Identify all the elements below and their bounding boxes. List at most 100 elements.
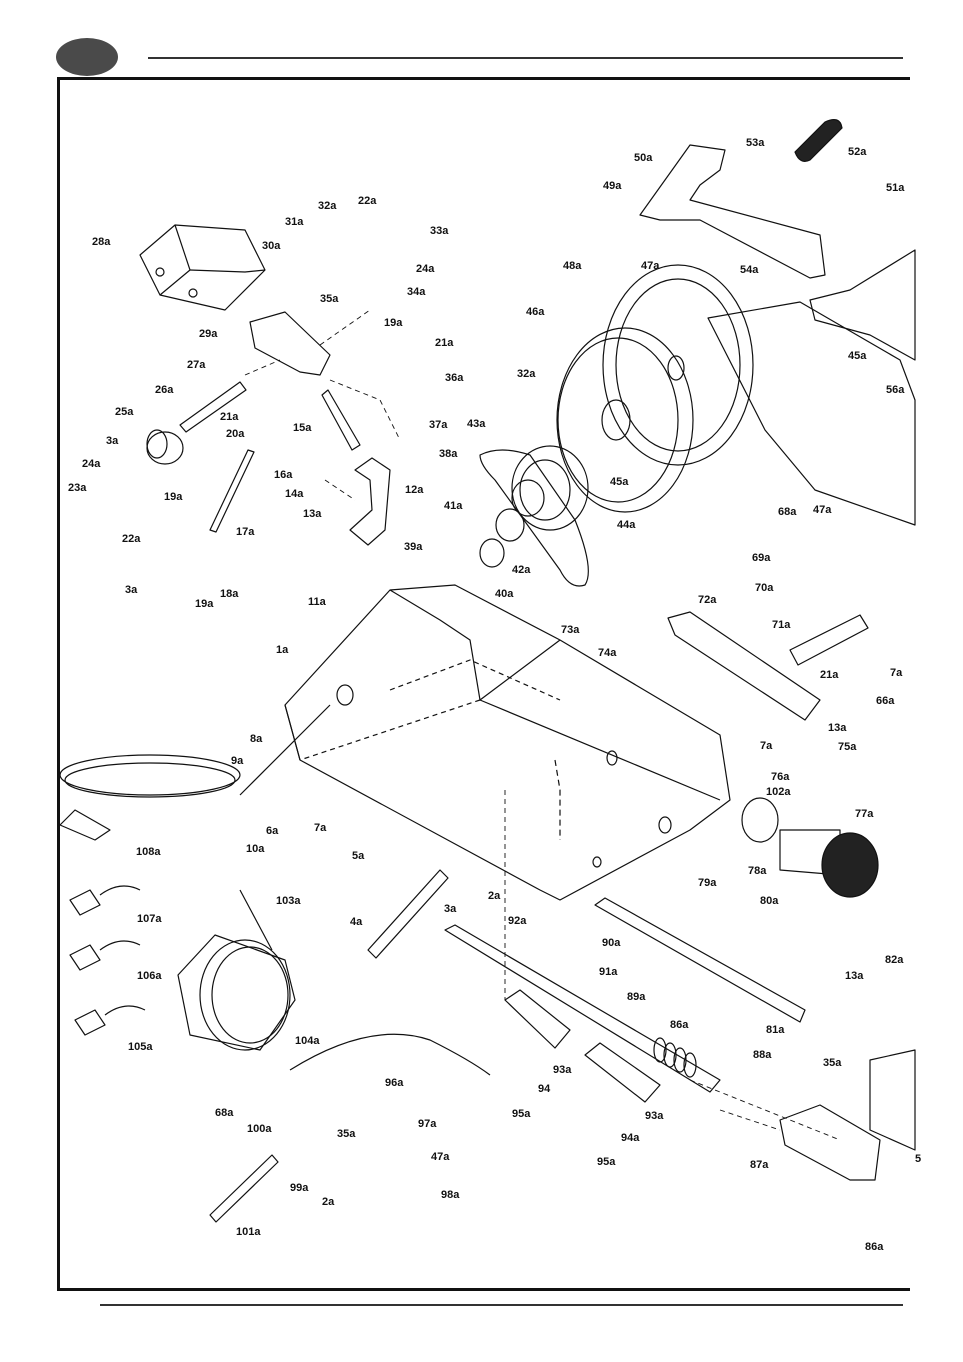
motor-104a xyxy=(177,934,296,1051)
part-label-46a: 46a xyxy=(526,306,545,318)
part-label-35a: 35a xyxy=(337,1128,356,1140)
page-section-badge xyxy=(56,38,118,76)
part-label-95a: 95a xyxy=(597,1156,616,1168)
part-label-66a: 66a xyxy=(876,695,895,707)
carriage-plate xyxy=(809,249,916,361)
part-label-88a: 88a xyxy=(753,1049,772,1061)
part-label-20a: 20a xyxy=(226,428,245,440)
part-label-26a: 26a xyxy=(155,384,174,396)
carriage-56a xyxy=(707,301,916,526)
part-label-41a: 41a xyxy=(444,500,463,512)
assembly-guides xyxy=(244,309,841,1141)
part-label-47a: 47a xyxy=(641,260,660,272)
part-label-44a: 44a xyxy=(617,519,636,531)
cable-96a xyxy=(289,1033,491,1076)
arm-50a xyxy=(639,144,826,279)
part-label-70a: 70a xyxy=(755,582,774,594)
bar-72a xyxy=(667,611,821,721)
part-label-54a: 54a xyxy=(740,264,759,276)
plug-105a xyxy=(74,1005,146,1036)
part-label-103a: 103a xyxy=(276,895,301,907)
part-label-32a: 32a xyxy=(318,200,337,212)
plug-106a xyxy=(69,940,141,971)
part-label-37a: 37a xyxy=(429,419,448,431)
part-label-77a: 77a xyxy=(855,808,874,820)
support-87a xyxy=(779,1104,881,1181)
rod-4a xyxy=(367,869,449,959)
part-label-3a: 3a xyxy=(444,903,457,915)
bracket-12a xyxy=(349,457,391,546)
part-label-10a: 10a xyxy=(246,843,265,855)
part-label-76a: 76a xyxy=(771,771,790,783)
part-label-93a: 93a xyxy=(553,1064,572,1076)
part-label-96a: 96a xyxy=(385,1077,404,1089)
shaft-26a xyxy=(179,381,247,433)
part-label-14a: 14a xyxy=(285,488,304,500)
part-label-93a: 93a xyxy=(645,1110,664,1122)
part-label-48a: 48a xyxy=(563,260,582,272)
part-label-68a: 68a xyxy=(778,506,797,518)
part-label-72a: 72a xyxy=(698,594,717,606)
blade-guard-48a xyxy=(602,264,754,466)
part-label-95a: 95a xyxy=(512,1108,531,1120)
part-label-105a: 105a xyxy=(128,1041,153,1053)
part-label-42a: 42a xyxy=(512,564,531,576)
part-label-5: 5 xyxy=(915,1153,922,1165)
part-label-22a: 22a xyxy=(358,195,377,207)
part-label-90a: 90a xyxy=(602,937,621,949)
part-label-35a: 35a xyxy=(823,1057,842,1069)
part-label-75a: 75a xyxy=(838,741,857,753)
part-label-31a: 31a xyxy=(285,216,304,228)
footer-rule xyxy=(100,1304,903,1306)
part-label-18a: 18a xyxy=(220,588,239,600)
part-label-23a: 23a xyxy=(68,482,87,494)
base-housing xyxy=(284,584,731,901)
part-label-21a: 21a xyxy=(220,411,239,423)
part-label-82a: 82a xyxy=(885,954,904,966)
part-label-29a: 29a xyxy=(199,328,218,340)
part-label-16a: 16a xyxy=(274,469,293,481)
part-label-40a: 40a xyxy=(495,588,514,600)
part-label-3a: 3a xyxy=(106,435,119,447)
roller-93a-b xyxy=(584,1042,661,1103)
part-label-33a: 33a xyxy=(430,225,449,237)
part-label-100a: 100a xyxy=(247,1123,272,1135)
part-label-45a: 45a xyxy=(610,476,629,488)
part-label-50a: 50a xyxy=(634,152,653,164)
part-label-3a: 3a xyxy=(125,584,138,596)
part-label-36a: 36a xyxy=(445,372,464,384)
part-label-91a: 91a xyxy=(599,966,618,978)
part-label-107a: 107a xyxy=(137,913,162,925)
bolt-103a xyxy=(239,889,273,951)
part-label-102a: 102a xyxy=(766,786,791,798)
part-label-68a: 68a xyxy=(215,1107,234,1119)
part-label-78a: 78a xyxy=(748,865,767,877)
part-label-1a: 1a xyxy=(276,644,289,656)
part-label-94: 94 xyxy=(538,1083,551,1095)
part-label-81a: 81a xyxy=(766,1024,785,1036)
part-label-15a: 15a xyxy=(293,422,312,434)
part-label-27a: 27a xyxy=(187,359,206,371)
rod-101a xyxy=(209,1154,279,1223)
part-label-80a: 80a xyxy=(760,895,779,907)
part-label-32a: 32a xyxy=(517,368,536,380)
part-label-12a: 12a xyxy=(405,484,424,496)
part-label-8a: 8a xyxy=(250,733,263,745)
part-label-25a: 25a xyxy=(115,406,134,418)
rod-71a xyxy=(789,614,869,666)
part-label-99a: 99a xyxy=(290,1182,309,1194)
part-label-19a: 19a xyxy=(164,491,183,503)
part-label-9a: 9a xyxy=(231,755,244,767)
part-label-51a: 51a xyxy=(886,182,905,194)
part-label-21a: 21a xyxy=(435,337,454,349)
header-rule xyxy=(148,57,903,59)
part-label-17a: 17a xyxy=(236,526,255,538)
part-label-38a: 38a xyxy=(439,448,458,460)
part-label-73a: 73a xyxy=(561,624,580,636)
part-label-24a: 24a xyxy=(82,458,101,470)
part-label-28a: 28a xyxy=(92,236,111,248)
part-label-53a: 53a xyxy=(746,137,765,149)
spring-86a xyxy=(653,1037,697,1078)
part-label-21a: 21a xyxy=(820,669,839,681)
